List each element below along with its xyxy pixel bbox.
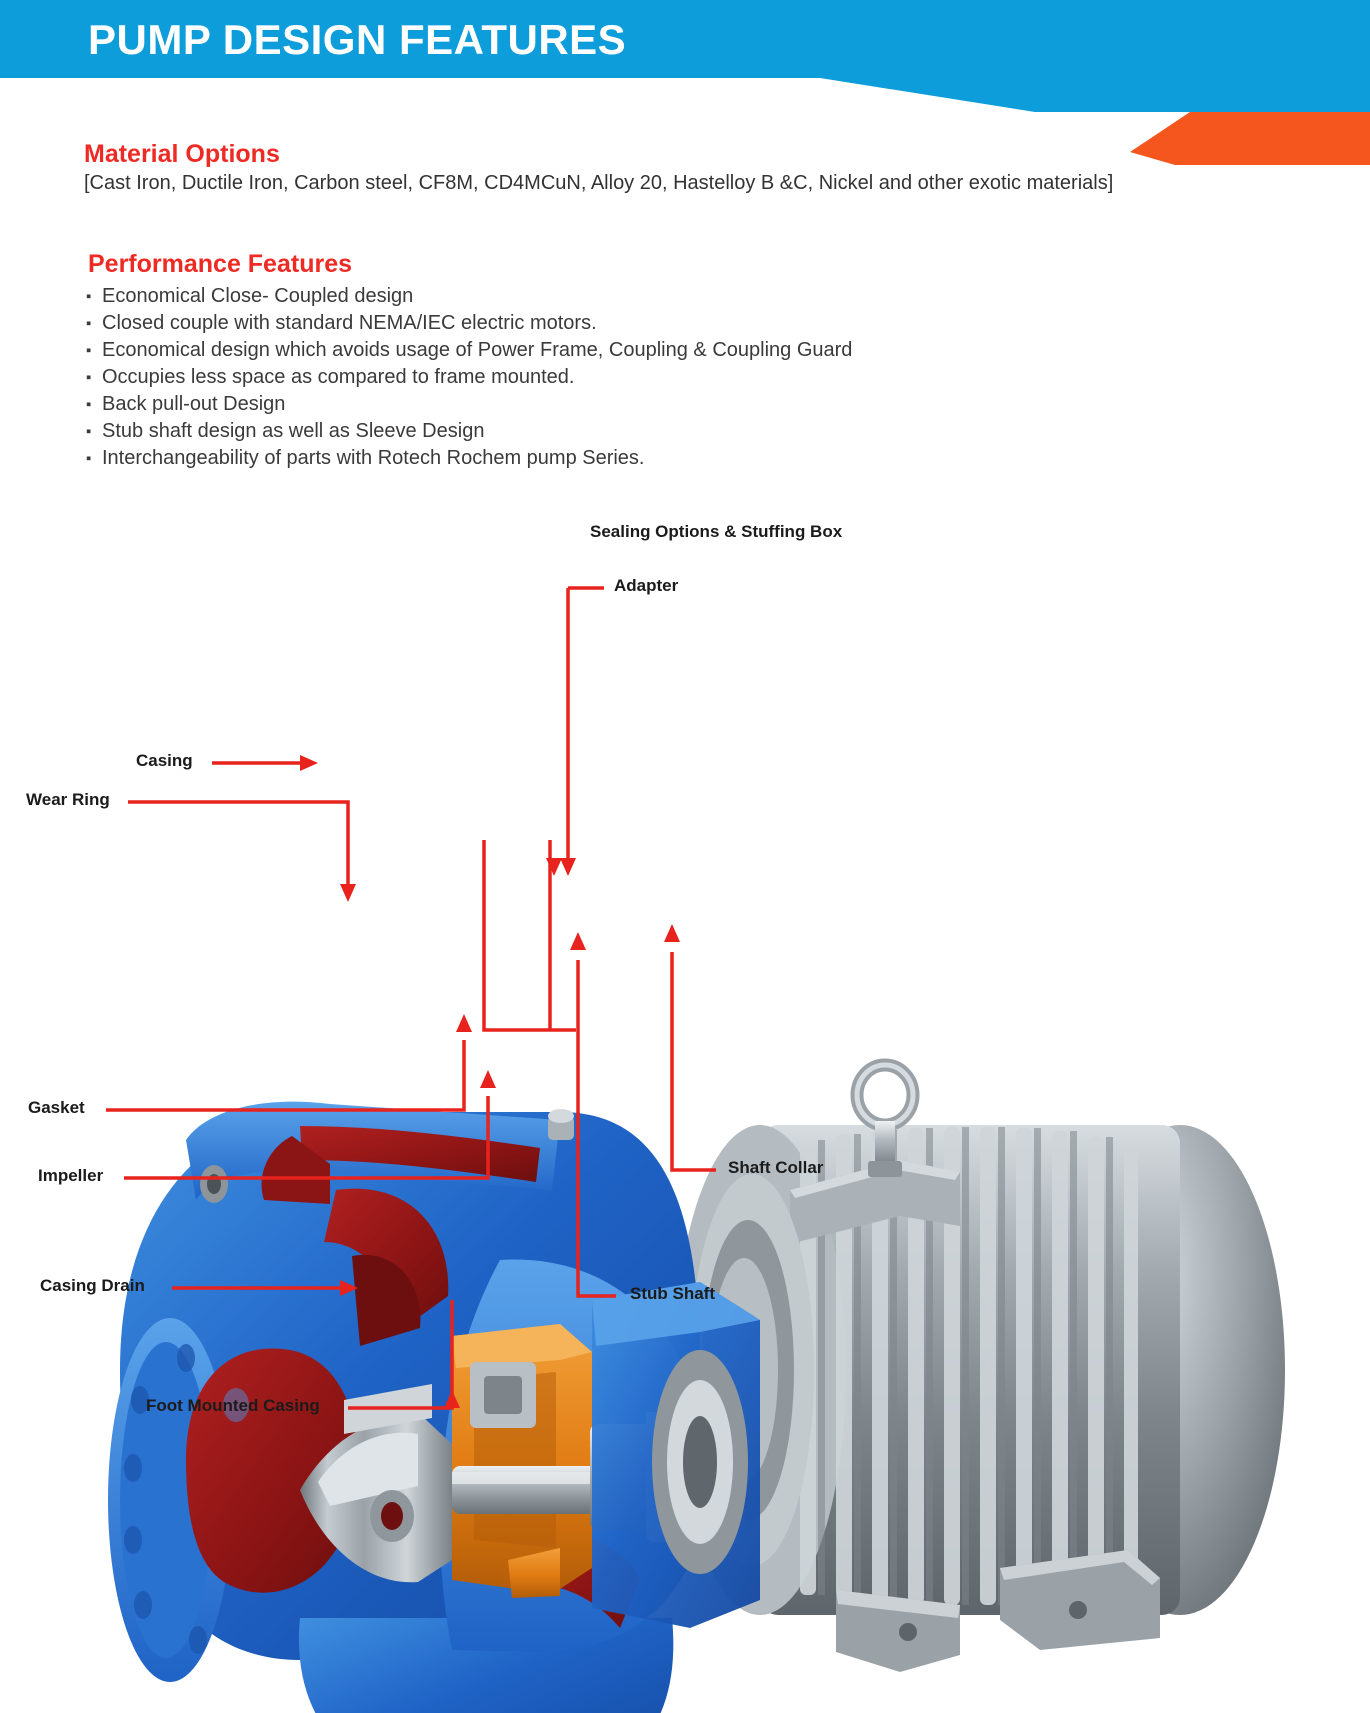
performance-bullet-text: Back pull-out Design [102, 393, 286, 415]
performance-bullet-text: Interchangeability of parts with Rotech … [102, 447, 645, 469]
performance-bullet-text: Stub shaft design as well as Sleeve Desi… [102, 420, 485, 442]
page-title: PUMP DESIGN FEATURES [88, 16, 627, 63]
callout-label-shaft-collar: Shaft Collar [728, 1158, 824, 1177]
leader-arrowheads [300, 755, 680, 1408]
performance-features-list: ▪ Economical Close- Coupled design ▪ Closed… [86, 283, 1086, 472]
callout-label-casing: Casing [136, 751, 193, 770]
lifting-eye [850, 1058, 920, 1177]
bullet-marker-icon: ▪ [86, 288, 92, 305]
pump-cutaway-diagram: Sealing Options & Stuffing Box Adapter C… [0, 500, 1370, 1713]
callout-label-stub-shaft: Stub Shaft [630, 1284, 715, 1303]
pump-illustration [106, 586, 1285, 1713]
callout-label-gasket: Gasket [28, 1098, 85, 1117]
callout-label-wear-ring: Wear Ring [26, 790, 110, 809]
performance-bullet-item: ▪ Closed couple with standard NEMA/IEC el… [86, 310, 1086, 337]
performance-bullet-item: ▪ Economical design which avoids usage of… [86, 337, 1086, 364]
bullet-marker-icon: ▪ [86, 396, 92, 413]
performance-bullet-item: ▪ Interchangeability of parts with Rotech… [86, 445, 1086, 472]
bullet-marker-icon: ▪ [86, 369, 92, 386]
performance-bullet-text: Occupies less space as compared to frame… [102, 366, 575, 388]
performance-features-heading: Performance Features [88, 250, 353, 278]
performance-bullet-text: Economical design which avoids usage of … [102, 339, 853, 361]
header-banner: PUMP DESIGN FEATURES [0, 0, 1370, 180]
performance-bullet-item: ▪ Stub shaft design as well as Sleeve Des… [86, 418, 1086, 445]
callout-label-foot-mounted-casing: Foot Mounted Casing [146, 1396, 320, 1415]
callout-label-casing-drain: Casing Drain [40, 1276, 145, 1295]
performance-bullet-text: Closed couple with standard NEMA/IEC ele… [102, 312, 597, 334]
material-options-heading: Material Options [84, 140, 280, 168]
performance-bullet-item: ▪ Economical Close- Coupled design [86, 283, 1086, 310]
performance-bullet-item: ▪ Occupies less space as compared to fram… [86, 364, 1086, 391]
performance-bullet-text: Economical Close- Coupled design [102, 285, 414, 307]
callout-label-impeller: Impeller [38, 1166, 104, 1185]
bullet-marker-icon: ▪ [86, 342, 92, 359]
bullet-marker-icon: ▪ [86, 450, 92, 467]
performance-bullet-item: ▪ Back pull-out Design [86, 391, 1086, 418]
bullet-marker-icon: ▪ [86, 423, 92, 440]
material-options-text: [Cast Iron, Ductile Iron, Carbon steel, … [84, 172, 1114, 194]
callout-label-sealing-options: Sealing Options & Stuffing Box [590, 522, 843, 541]
callout-label-adapter: Adapter [614, 576, 679, 595]
bullet-marker-icon: ▪ [86, 315, 92, 332]
